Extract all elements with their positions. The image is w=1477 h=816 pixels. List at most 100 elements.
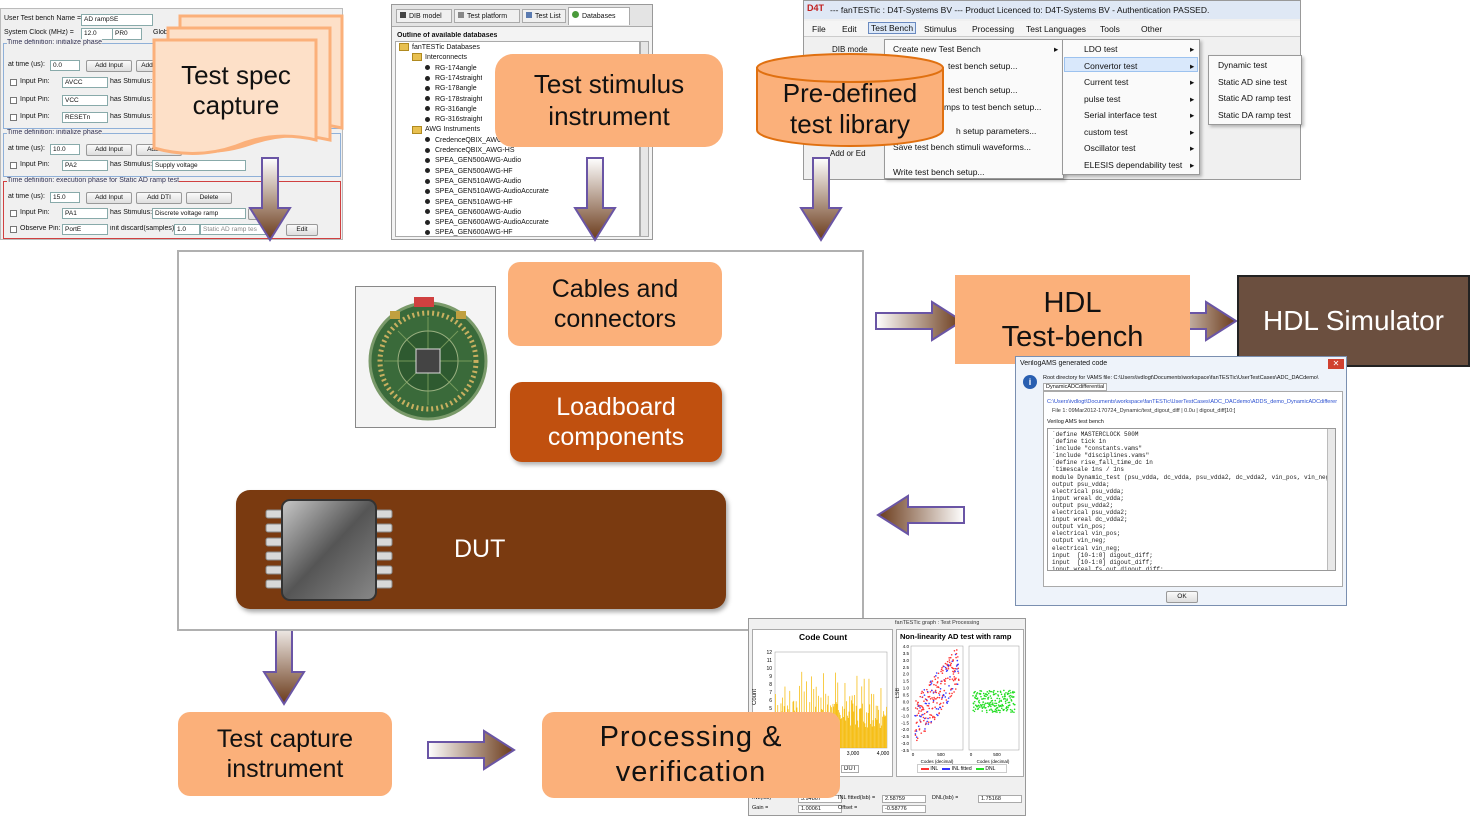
ok-button[interactable]: OK bbox=[1166, 591, 1198, 603]
dut-tag[interactable]: DUT bbox=[841, 765, 860, 773]
checkbox[interactable] bbox=[10, 162, 17, 169]
close-icon[interactable]: ✕ bbox=[1328, 359, 1344, 369]
tree-item[interactable]: RG-316straight bbox=[425, 115, 482, 125]
menu-item[interactable]: h setup parameters... bbox=[956, 126, 1037, 136]
side-label: Add or Ed bbox=[830, 149, 866, 158]
y-tick-label: -2.5 bbox=[901, 734, 909, 739]
pin-select[interactable]: PA1 bbox=[62, 208, 108, 219]
menu-tools[interactable]: Tools bbox=[1100, 24, 1120, 34]
menu-test-bench[interactable]: Test Bench bbox=[868, 22, 917, 34]
data-point bbox=[949, 696, 951, 698]
data-point bbox=[922, 691, 925, 694]
chip-icon bbox=[265, 499, 393, 601]
at-time-field[interactable]: 10.0 bbox=[50, 144, 80, 155]
menu-test-languages[interactable]: Test Languages bbox=[1026, 24, 1087, 34]
at-time-label: at time (us): bbox=[8, 145, 45, 152]
tree-folder[interactable]: fanTESTic Databases bbox=[399, 43, 480, 53]
at-time-field[interactable]: 15.0 bbox=[50, 192, 80, 203]
tree-item[interactable]: SPEA_GEN600AWG-AudioAccurate bbox=[425, 218, 549, 228]
menu-item[interactable]: ELESIS dependability test bbox=[1084, 159, 1183, 170]
menu-stimulus[interactable]: Stimulus bbox=[924, 24, 957, 34]
tree-item[interactable]: SPEA_GEN510AWG-Audio bbox=[425, 177, 521, 187]
tree-item[interactable]: RG-174straight bbox=[425, 74, 482, 84]
legend-label: DNL bbox=[985, 766, 996, 772]
menu-item[interactable]: test bench setup... bbox=[948, 61, 1018, 71]
bar bbox=[852, 703, 854, 748]
data-point bbox=[957, 670, 959, 673]
checkbox[interactable] bbox=[10, 114, 17, 121]
menu-item[interactable]: Static AD sine test bbox=[1218, 76, 1287, 87]
checkbox[interactable] bbox=[10, 226, 17, 233]
menu-item[interactable]: Write test bench setup... bbox=[893, 167, 985, 177]
menu-item[interactable]: Save test bench stimuli waveforms... bbox=[893, 142, 1031, 152]
tree-item[interactable]: RG-174angle bbox=[425, 64, 477, 74]
tab-test-platform[interactable]: Test platform bbox=[454, 9, 520, 23]
at-time-field[interactable]: 0.0 bbox=[50, 60, 80, 71]
checkbox[interactable] bbox=[10, 97, 17, 104]
stimulus-select[interactable]: Supply voltage bbox=[152, 160, 246, 171]
stimulus-select[interactable]: Discrete voltage ramp bbox=[152, 208, 246, 219]
menu-item[interactable]: Convertor test bbox=[1084, 60, 1138, 71]
bullet-icon bbox=[425, 85, 430, 91]
menu-item[interactable]: Current test bbox=[1084, 77, 1129, 87]
system-clock-unit[interactable]: PR0 bbox=[112, 28, 142, 40]
menu-other[interactable]: Other bbox=[1141, 24, 1163, 34]
pin-select[interactable]: AVCC bbox=[62, 77, 108, 88]
pin-select[interactable]: PA2 bbox=[62, 160, 108, 171]
pin-select[interactable]: PortE bbox=[62, 224, 108, 235]
menu-item[interactable]: LDO test bbox=[1084, 44, 1118, 54]
menu-item[interactable]: test bench setup... bbox=[948, 85, 1018, 95]
tree-item[interactable]: RG-178straight bbox=[425, 95, 482, 105]
tree-item[interactable]: CredenceQBIX_AWG-HS bbox=[425, 146, 515, 156]
menu-item[interactable]: pulse test bbox=[1084, 93, 1121, 104]
data-point bbox=[930, 682, 933, 684]
bar bbox=[865, 726, 867, 748]
menu-item[interactable]: Static AD ramp test bbox=[1218, 93, 1291, 103]
tab-dib-model[interactable]: DIB model bbox=[396, 9, 452, 23]
add-dti-button[interactable]: Add DTI bbox=[136, 192, 182, 204]
menu-item-create-new-test-bench[interactable]: Create new Test Bench bbox=[893, 44, 981, 54]
tab-test-list[interactable]: Test List bbox=[522, 9, 566, 23]
edit-button[interactable]: Edit bbox=[286, 224, 318, 236]
tree-item[interactable]: CredenceQBIX_AWG bbox=[425, 136, 502, 146]
checkbox[interactable] bbox=[10, 210, 17, 217]
tree-folder[interactable]: Interconnects bbox=[412, 53, 467, 63]
data-point bbox=[988, 709, 991, 711]
add-input-button[interactable]: Add Input bbox=[86, 144, 132, 156]
menu-item[interactable]: Serial interface test bbox=[1084, 110, 1157, 120]
tree-item[interactable]: SPEA_GEN600AWG-HF bbox=[425, 228, 513, 236]
test-bench-name-field[interactable]: AD rampSE bbox=[81, 14, 153, 26]
tree-item[interactable]: SPEA_GEN600AWG-Audio bbox=[425, 208, 521, 218]
data-point bbox=[915, 700, 917, 702]
menu-item[interactable]: mps to test bench setup... bbox=[944, 102, 1042, 112]
tree-item[interactable]: SPEA_GEN510AWG-HF bbox=[425, 198, 513, 208]
code-scrollbar[interactable] bbox=[1327, 429, 1335, 570]
tree-item[interactable]: RG-316angle bbox=[425, 105, 477, 115]
menu-item[interactable]: Static DA ramp test bbox=[1218, 109, 1291, 120]
data-point bbox=[915, 736, 918, 738]
tree-item[interactable]: RG-178angle bbox=[425, 84, 477, 94]
add-input-button[interactable]: Add Input bbox=[86, 60, 132, 72]
code-tab[interactable]: DynamicADCdifferential bbox=[1043, 383, 1108, 391]
menu-item[interactable]: custom test bbox=[1084, 126, 1128, 137]
folder-icon bbox=[399, 43, 409, 52]
init-discard-field[interactable]: 1.0 bbox=[174, 224, 200, 235]
code-line: electrical psu_vdda; bbox=[1052, 487, 1125, 495]
tree-item[interactable]: SPEA_GEN510AWG-AudioAccurate bbox=[425, 187, 549, 197]
delete-button[interactable]: Delete bbox=[186, 192, 232, 204]
menu-edit[interactable]: Edit bbox=[842, 24, 857, 34]
tree-item[interactable]: SPEA_GEN500AWG-HF bbox=[425, 167, 513, 177]
checkbox[interactable] bbox=[10, 79, 17, 86]
tree-item[interactable]: SPEA_GEN500AWG-Audio bbox=[425, 156, 521, 166]
folder-icon bbox=[412, 53, 422, 62]
tab-databases[interactable]: Databases bbox=[568, 7, 630, 25]
code-textarea[interactable]: `define MASTERCLOCK 500M`define tick 1n`… bbox=[1047, 428, 1336, 571]
pin-select[interactable]: RESETn bbox=[62, 112, 108, 123]
pin-select[interactable]: VCC bbox=[62, 95, 108, 106]
menu-file[interactable]: File bbox=[812, 24, 826, 34]
add-input-button[interactable]: Add Input bbox=[86, 192, 132, 204]
tree-folder[interactable]: AWG Instruments bbox=[412, 125, 480, 135]
menu-item[interactable]: Dynamic test bbox=[1218, 60, 1268, 70]
menu-item[interactable]: Oscillator test bbox=[1084, 143, 1136, 153]
menu-processing[interactable]: Processing bbox=[972, 24, 1015, 34]
